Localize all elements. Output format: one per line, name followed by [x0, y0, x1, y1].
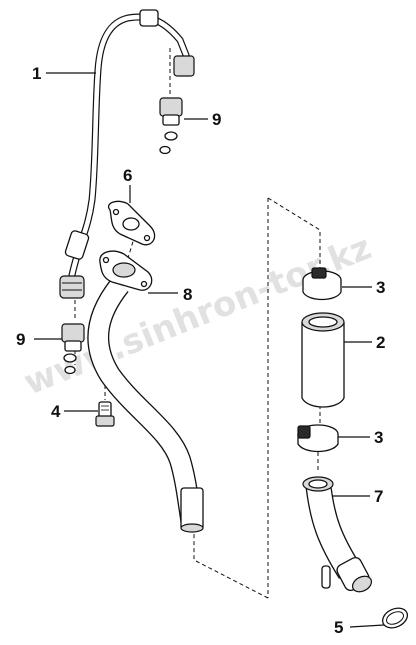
callout-3-lower: 3	[374, 428, 383, 447]
leader-lines	[34, 72, 385, 628]
bolt-part	[95, 401, 115, 427]
elbow-pipe-part	[302, 476, 373, 593]
callout-8: 8	[183, 285, 192, 304]
callout-5: 5	[334, 618, 343, 637]
adapter-upper-part	[159, 97, 183, 155]
o-ring-part	[381, 607, 409, 629]
gasket-part	[107, 200, 156, 246]
callout-9-lower: 9	[16, 330, 25, 349]
callout-numbers: 1 9 6 8 9 4 3 2 3 7 5	[16, 64, 385, 637]
callout-4: 4	[51, 402, 61, 421]
adapter-lower-part	[61, 323, 85, 375]
upper-pipe-part	[59, 9, 195, 299]
flange-pipe-part	[87, 250, 204, 533]
clamp-lower-part	[297, 424, 339, 453]
callout-3-upper: 3	[376, 278, 385, 297]
callout-7: 7	[374, 487, 383, 506]
callout-1: 1	[32, 64, 41, 83]
callout-9-upper: 9	[212, 110, 221, 129]
hose-part	[301, 312, 345, 408]
assembly-dashed-lines	[74, 48, 321, 599]
clamp-upper-part	[302, 267, 342, 301]
callout-2: 2	[376, 333, 385, 352]
callout-6: 6	[123, 166, 132, 185]
